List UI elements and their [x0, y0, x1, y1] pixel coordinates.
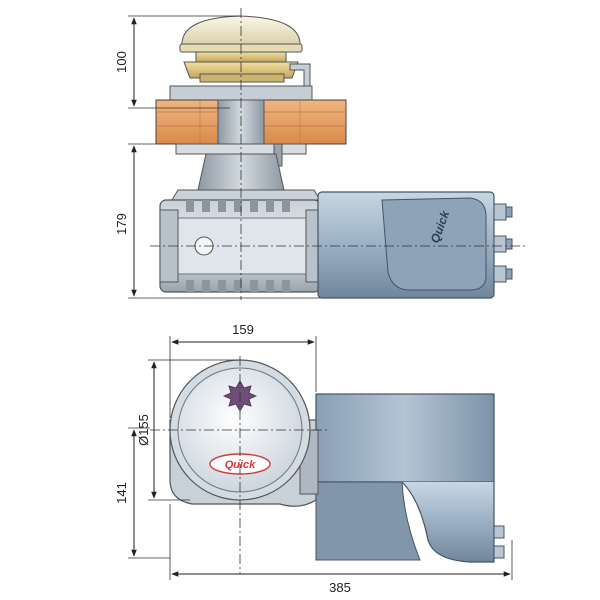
- dimension-top-height: 100: [114, 15, 240, 109]
- dimension-label: 159: [232, 322, 254, 337]
- cable-gland: [493, 525, 505, 539]
- dimension-label: 141: [114, 482, 129, 504]
- motor-side: Quick: [317, 191, 513, 299]
- cable-gland: [493, 235, 513, 253]
- dimension-label: 385: [329, 580, 351, 595]
- dimension-side-height: 141: [114, 427, 170, 559]
- dimension-label: 100: [114, 51, 129, 73]
- dimension-overall-length: 385: [169, 504, 513, 595]
- cable-gland: [493, 203, 513, 221]
- dimension-label: 179: [114, 213, 129, 235]
- cable-gland: [493, 545, 505, 559]
- dimension-body-height: 179: [114, 143, 320, 299]
- dimension-label: Ø155: [136, 414, 151, 446]
- side-elevation-view: Quick: [150, 8, 525, 300]
- gear-teeth-bottom: [186, 280, 290, 292]
- dimension-body-width: 159: [169, 322, 317, 418]
- motor-plan: [315, 393, 505, 563]
- gearbox-housing: [159, 189, 321, 293]
- cable-gland: [493, 265, 513, 283]
- dimension-drum-diameter: Ø155: [136, 359, 238, 501]
- gear-teeth-top: [186, 200, 290, 212]
- plan-view: Quick: [150, 356, 505, 574]
- drum-logo: Quick: [225, 459, 256, 471]
